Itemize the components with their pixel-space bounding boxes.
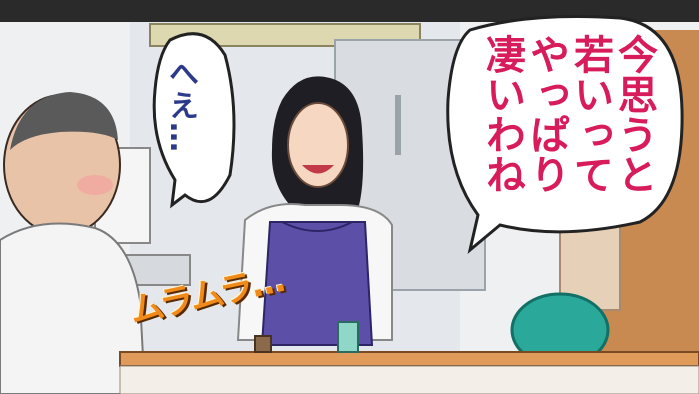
cup (254, 335, 272, 353)
fridge-handle (395, 95, 401, 155)
woman-mouth (302, 165, 334, 174)
speech-left-text: へえ… (163, 58, 198, 154)
top-border (0, 0, 699, 22)
counter-top (119, 351, 699, 367)
counter-front (119, 365, 699, 394)
apron-neckline (281, 221, 353, 232)
man-hair (10, 92, 118, 150)
shelf (559, 219, 621, 311)
speech-right-text: 今思うと 若いって やっぱり 凄いわね (479, 34, 657, 194)
speech-bubble-left (152, 32, 236, 209)
man-shirt (0, 222, 147, 394)
man-blush (77, 175, 113, 195)
bottle (337, 321, 359, 353)
woman-apron (260, 221, 374, 346)
speech-bubble-right (446, 15, 684, 254)
woman-face (287, 102, 349, 188)
